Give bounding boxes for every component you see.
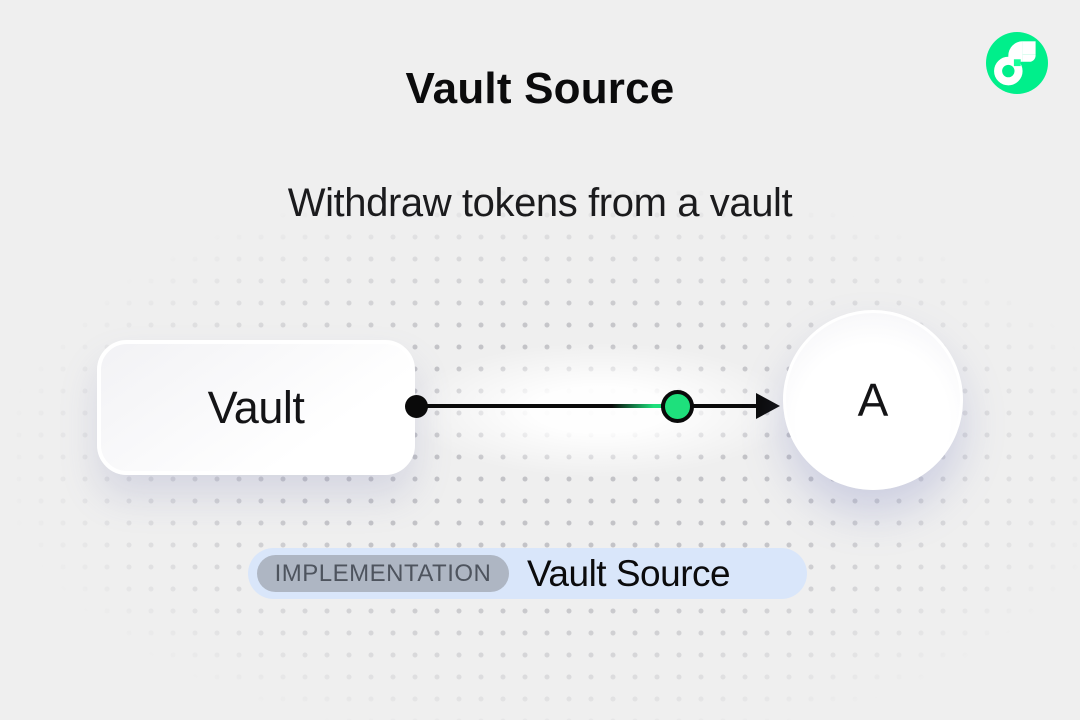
edge-arrowhead-icon xyxy=(756,393,780,419)
vault-node-label: Vault xyxy=(207,381,305,433)
page-title: Vault Source xyxy=(405,64,675,113)
edge-line-green-segment xyxy=(612,404,661,408)
page-subtitle: Withdraw tokens from a vault xyxy=(287,181,793,225)
recipient-node: A xyxy=(783,310,963,490)
edge-start-dot xyxy=(405,395,428,418)
implementation-label: Vault Source xyxy=(527,552,731,594)
flow-logo-icon xyxy=(986,32,1048,94)
implementation-badge: IMPLEMENTATION Vault Source xyxy=(248,548,807,599)
vault-source-node: Vault xyxy=(97,340,415,475)
implementation-tag: IMPLEMENTATION xyxy=(257,555,509,592)
recipient-node-label: A xyxy=(857,374,889,426)
edge-line xyxy=(417,404,758,408)
edge-token-marker xyxy=(661,390,694,423)
